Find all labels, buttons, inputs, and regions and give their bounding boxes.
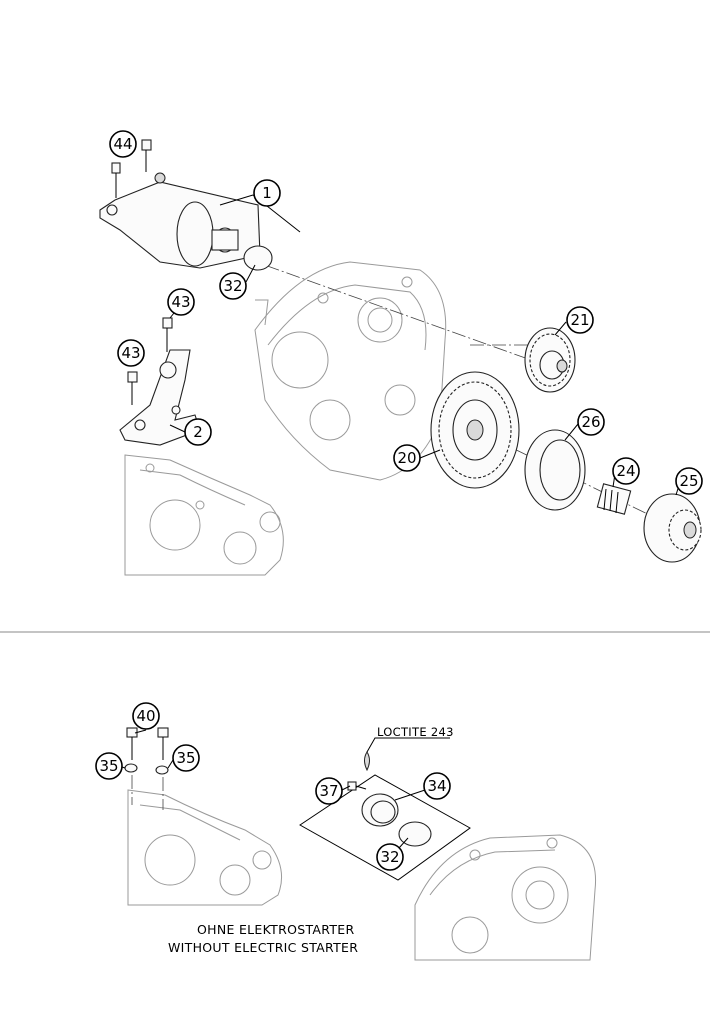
leader-37 (341, 785, 351, 791)
leader-loctite (366, 737, 450, 753)
bolt-40-right (157, 727, 169, 760)
leader-1 (219, 194, 254, 206)
crankcase-ghost-lower-left (124, 454, 284, 576)
callout-20: 20 (393, 444, 421, 472)
freewheel-26 (524, 429, 586, 511)
washer-35-left (124, 763, 138, 773)
bolt-43-lower (127, 371, 138, 405)
loctite-note: LOCTITE 243 (377, 725, 454, 739)
o-ring-32-bottom (398, 821, 432, 847)
screw-37 (347, 781, 367, 791)
callout-40-label: 40 (136, 707, 155, 725)
callout-35-right: 35 (172, 744, 200, 772)
callout-1-label: 1 (262, 184, 272, 202)
starter-gear-20 (430, 371, 520, 489)
engine-case-ghost-top (254, 261, 447, 481)
callout-32-top: 32 (219, 272, 247, 300)
callout-43-upper-label: 43 (171, 293, 190, 311)
callout-43-lower: 43 (117, 339, 145, 367)
callout-35-left-label: 35 (99, 757, 118, 775)
loctite-drop-icon (364, 751, 370, 772)
leader-26 (564, 423, 579, 441)
leader-40 (134, 729, 147, 734)
callout-1: 1 (253, 179, 281, 207)
leader-34 (394, 789, 426, 801)
crankcase-ghost-bottom-right (414, 834, 597, 961)
callout-26-label: 26 (581, 413, 600, 431)
callout-26: 26 (577, 408, 605, 436)
callout-34: 34 (423, 772, 451, 800)
starter-bracket (119, 349, 201, 446)
callout-32-bottom: 32 (376, 843, 404, 871)
leader-35-right (167, 759, 174, 769)
bolt-43-upper (162, 317, 173, 352)
callout-24: 24 (612, 457, 640, 485)
leader-2 (169, 424, 186, 433)
needle-bearing-24 (596, 483, 632, 515)
assembly-axis-line (244, 257, 546, 366)
callout-44: 44 (109, 130, 137, 158)
intermediate-gear-21 (524, 327, 576, 393)
bolt-44-right (141, 139, 152, 172)
callout-32-bottom-label: 32 (380, 848, 399, 866)
callout-37-label: 37 (319, 782, 338, 800)
callout-2: 2 (184, 418, 212, 446)
leader-21 (554, 321, 567, 336)
bolt-44-left (111, 162, 121, 198)
cover-plate-outline (299, 774, 471, 881)
starter-motor (99, 172, 261, 269)
callout-43-lower-label: 43 (121, 344, 140, 362)
callout-43-upper: 43 (167, 288, 195, 316)
o-ring-32-top (243, 245, 273, 271)
leader-32-bottom (398, 837, 409, 849)
plug-34 (361, 793, 399, 827)
leader-32-top (245, 264, 256, 283)
callout-35-right-label: 35 (176, 749, 195, 767)
caption-line-2: WITHOUT ELECTRIC STARTER (168, 940, 358, 955)
crankcase-ghost-bottom-left (127, 789, 283, 906)
callout-25: 25 (675, 467, 703, 495)
callout-44-label: 44 (113, 135, 132, 153)
callout-37: 37 (315, 777, 343, 805)
callout-20-label: 20 (397, 449, 416, 467)
leader-20 (419, 449, 441, 459)
callout-24-label: 24 (616, 462, 635, 480)
washer-35-right (155, 765, 169, 775)
callout-34-label: 34 (427, 777, 446, 795)
callout-32-top-label: 32 (223, 277, 242, 295)
callout-21: 21 (566, 306, 594, 334)
callout-35-left: 35 (95, 752, 123, 780)
caption-line-1: OHNE ELEKTROSTARTER (197, 922, 354, 937)
callout-21-label: 21 (570, 311, 589, 329)
callout-2-label: 2 (193, 423, 203, 441)
callout-25-label: 25 (679, 472, 698, 490)
callout-40: 40 (132, 702, 160, 730)
starter-pinion-25 (643, 493, 702, 563)
